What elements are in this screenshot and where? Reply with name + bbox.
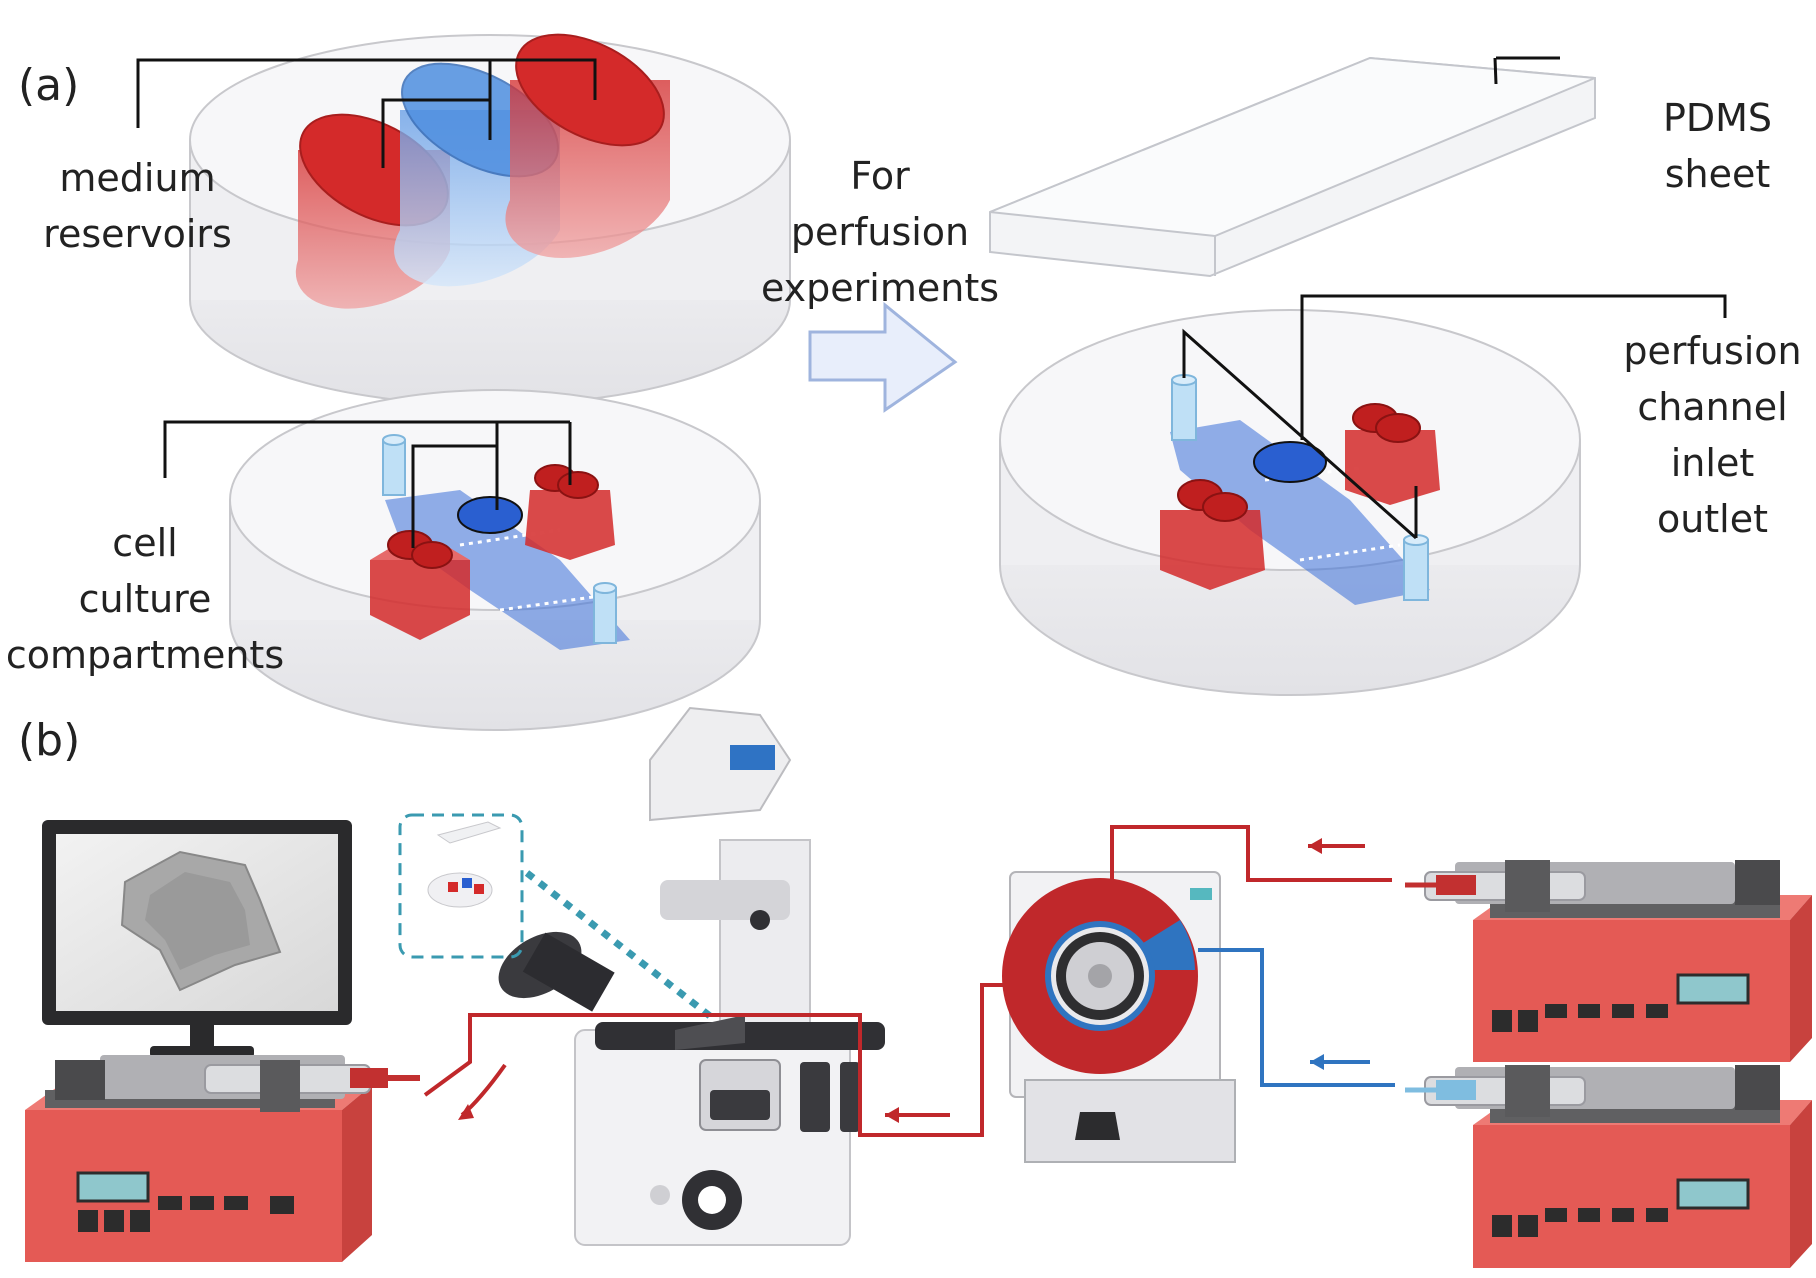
cell-culture-label: cell culture compartments: [5, 521, 285, 677]
perfusion-dish: [999, 294, 1727, 696]
cell-culture-dish: [163, 389, 761, 731]
perfusion-arrow: [808, 301, 958, 413]
syringe-pump-top-right: [1405, 860, 1812, 1062]
perfusion-well: [1253, 441, 1327, 483]
chip-inset: [398, 813, 718, 1023]
microscope: [498, 706, 885, 1246]
medium-block-left: [370, 560, 470, 640]
medium-reservoirs-label: medium reservoirs: [43, 156, 232, 256]
cell-culture-well: [457, 496, 523, 534]
computer-monitor: [42, 820, 352, 1058]
reservoir-dish: [136, 33, 791, 406]
medium-block-left-right: [1160, 510, 1265, 590]
inlet-tube: [382, 439, 406, 496]
tubing: [423, 825, 1395, 1137]
perfusion-channel-label: perfusion channel inlet outlet: [1623, 329, 1802, 541]
perfusion-channel: [385, 490, 630, 650]
outlet-tube: [593, 587, 617, 644]
perfusion-arrow-label: For perfusion experiments: [760, 154, 1000, 310]
incubator: [1002, 871, 1236, 1163]
perfusion-channel-right: [1170, 420, 1430, 605]
medium-block-right: [525, 490, 615, 560]
medium-reservoir-right: [505, 33, 670, 258]
syringe-pump-left: [25, 1055, 420, 1262]
pdms-sheet: [989, 56, 1596, 278]
panel-label-a: (a): [18, 60, 80, 111]
blue-ring-segment: [1140, 920, 1195, 970]
pdms-sheet-label: PDMS sheet: [1662, 96, 1773, 196]
inlet-tube-right: [1171, 379, 1197, 441]
outlet-tube-right: [1403, 539, 1429, 601]
syringe-pump-bottom-right: [1405, 1065, 1812, 1268]
panel-label-b: (b): [18, 715, 81, 766]
flow-arrows: [458, 838, 1370, 1123]
